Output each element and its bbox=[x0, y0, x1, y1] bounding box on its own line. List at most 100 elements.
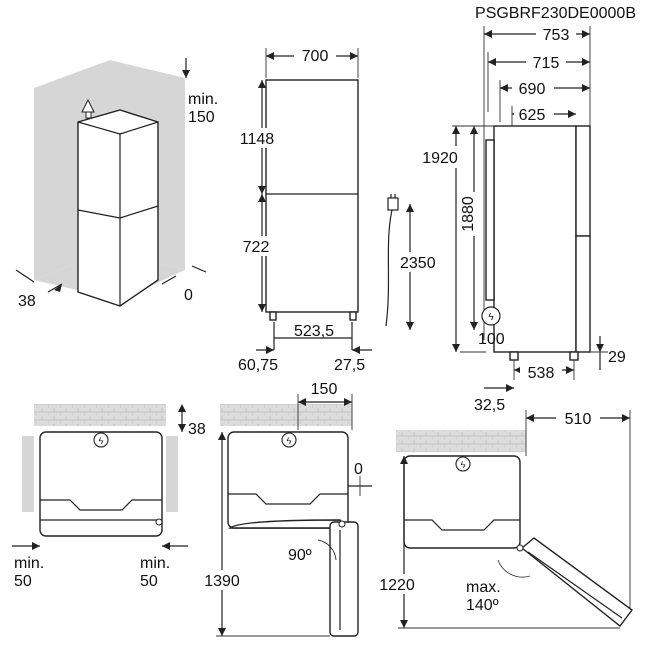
arrow-icon bbox=[400, 456, 408, 464]
power-symbol-icon bbox=[481, 306, 501, 326]
arrow-icon bbox=[452, 344, 460, 352]
front-foot-right bbox=[349, 311, 357, 321]
power-symbol-glyph: ϟ bbox=[287, 436, 292, 446]
label-bg bbox=[372, 574, 422, 594]
arrow-icon bbox=[298, 398, 306, 406]
iso-edge bbox=[119, 121, 159, 135]
arrow-icon bbox=[596, 344, 604, 352]
depth-625-label: 625 bbox=[519, 107, 546, 124]
power-symbol-icon bbox=[281, 432, 297, 448]
top-b-door-open bbox=[329, 521, 359, 637]
depth-690-label: 690 bbox=[519, 81, 546, 98]
top-view-b: 150 ϟ 90º 0 1390 bbox=[198, 378, 372, 637]
depth-total-label: 753 bbox=[543, 27, 570, 44]
label-line: min. bbox=[140, 555, 170, 572]
side-back bbox=[485, 139, 495, 301]
arrow-icon bbox=[406, 322, 414, 330]
up-arrow-stem bbox=[85, 111, 92, 119]
top-b-door-profile bbox=[228, 493, 348, 505]
arrow-icon bbox=[258, 80, 266, 88]
door-angle-label: 90º bbox=[288, 547, 312, 564]
min-right-label: min.50 bbox=[140, 555, 170, 590]
power-symbol-glyph: ϟ bbox=[99, 436, 104, 446]
side-right-line bbox=[191, 265, 207, 273]
label-line: min. bbox=[14, 555, 44, 572]
cable-length-label: 2350 bbox=[400, 255, 436, 272]
top-a-side-wall-right bbox=[166, 436, 178, 512]
arrow-icon bbox=[218, 432, 226, 440]
label-bg bbox=[556, 408, 600, 428]
arrow-icon bbox=[258, 194, 266, 202]
arrow-icon bbox=[258, 186, 266, 194]
label-bg bbox=[414, 146, 466, 168]
model-code: PSGBRF230DE0000B bbox=[475, 5, 636, 22]
power-cable bbox=[385, 205, 394, 327]
side-right-line bbox=[161, 275, 177, 285]
iso-edge bbox=[77, 121, 121, 135]
arrow-icon bbox=[484, 30, 492, 38]
total-depth-label-b: 1390 bbox=[204, 573, 240, 590]
min-left-label: min.50 bbox=[14, 555, 44, 590]
top-a-door-profile bbox=[40, 499, 162, 511]
arrow-icon bbox=[178, 424, 186, 432]
hinge-clearance-label: 150 bbox=[311, 381, 338, 398]
lower-height-label: 722 bbox=[243, 239, 270, 256]
side-right-label: 0 bbox=[184, 287, 193, 304]
left-offset-label: 60,75 bbox=[238, 357, 278, 374]
feet-depth-label: 538 bbox=[528, 365, 555, 382]
side-door-lower bbox=[575, 235, 591, 353]
iso-door-split bbox=[119, 205, 159, 219]
height-body-label-group: 1880 bbox=[460, 192, 477, 236]
front-foot-left bbox=[269, 311, 277, 321]
top-c-door-profile bbox=[404, 519, 520, 531]
height-total-label: 1920 bbox=[422, 150, 458, 167]
arrow-icon bbox=[266, 346, 274, 354]
label-line: min. bbox=[188, 91, 218, 108]
iso-fridge bbox=[77, 109, 159, 307]
arrow-icon bbox=[506, 384, 514, 392]
top-clearance-label: min.150 bbox=[188, 91, 218, 126]
arrow-icon bbox=[344, 398, 352, 406]
arrow-icon bbox=[582, 58, 590, 66]
arrow-icon bbox=[582, 30, 590, 38]
arrow-icon bbox=[488, 58, 496, 66]
plug-icon bbox=[387, 197, 399, 211]
label-bg bbox=[512, 78, 554, 96]
label-line: 140º bbox=[466, 597, 499, 614]
bottom-29-label: 29 bbox=[608, 349, 626, 366]
arrow-icon bbox=[500, 84, 508, 92]
side-fridge bbox=[493, 125, 577, 353]
label-bg bbox=[526, 52, 566, 70]
label-line: 50 bbox=[140, 573, 158, 590]
arrow-icon bbox=[350, 52, 358, 60]
upper-height-label: 1148 bbox=[240, 131, 275, 148]
power-symbol-glyph: ϟ bbox=[488, 312, 494, 323]
label-bg bbox=[460, 192, 476, 236]
power-symbol-icon bbox=[93, 432, 109, 448]
arrow-icon bbox=[566, 366, 574, 374]
label-bg bbox=[520, 362, 562, 382]
arrow-icon bbox=[452, 126, 460, 134]
side-foot bbox=[509, 351, 519, 361]
arrow-icon bbox=[526, 414, 534, 422]
side-door-upper bbox=[575, 125, 591, 237]
power-symbol-glyph: ϟ bbox=[461, 460, 466, 470]
rear-offset-label: 32,5 bbox=[474, 397, 505, 414]
angle-arc bbox=[497, 559, 531, 578]
label-line: 150 bbox=[188, 109, 215, 126]
label-bg bbox=[398, 252, 448, 272]
arrow-icon bbox=[582, 84, 590, 92]
arrow-icon bbox=[182, 70, 190, 78]
hinge-icon bbox=[516, 544, 524, 552]
arrow-icon bbox=[162, 542, 170, 550]
arrow-icon bbox=[32, 542, 40, 550]
top-b-door-open-base bbox=[227, 519, 348, 529]
arrow-icon bbox=[568, 110, 576, 118]
side-left-label: 38 bbox=[18, 293, 36, 310]
label-bg bbox=[232, 128, 282, 148]
angle-arc bbox=[317, 539, 337, 561]
arrow-icon bbox=[54, 284, 62, 292]
top-c-wall bbox=[396, 430, 526, 452]
cable-view: 2350 bbox=[385, 194, 448, 330]
